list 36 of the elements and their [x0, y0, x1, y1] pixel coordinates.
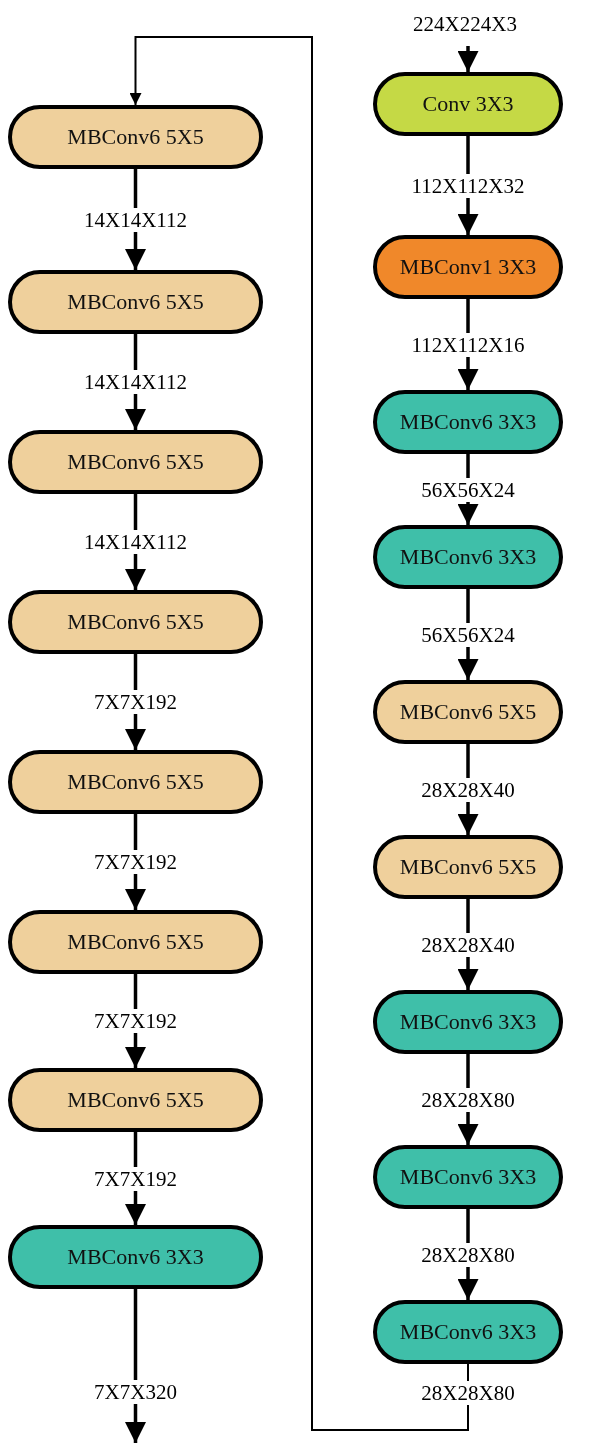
- process-box: [373, 235, 563, 299]
- layer-name: MBConv6 3X3: [67, 1244, 204, 1270]
- process-box: [8, 750, 263, 814]
- process-box: [8, 270, 263, 334]
- process-box: [8, 590, 263, 654]
- process-box: [373, 390, 563, 454]
- layer-name: MBConv6 3X3: [399, 544, 537, 570]
- arrow: [457, 46, 479, 72]
- layer-name: MBConv6 5X5: [399, 854, 537, 880]
- layer-name: MBConv6 5X5: [67, 289, 204, 315]
- process-box: [8, 1068, 263, 1132]
- layer-name: MBConv6 3X3: [399, 1009, 537, 1035]
- layer-name: MBConv6 5X5: [67, 1087, 204, 1113]
- layer-name: MBConv6 5X5: [67, 449, 204, 475]
- process-box: [8, 105, 263, 169]
- process-box: [373, 1145, 563, 1209]
- process-box: [373, 680, 563, 744]
- layer-name: MBConv6 5X5: [67, 124, 204, 150]
- process-box: [373, 835, 563, 899]
- process-box: [8, 1225, 263, 1289]
- arrow: [129, 36, 469, 1431]
- layer-name: MBConv6 5X5: [67, 609, 204, 635]
- layer-name: MBConv1 3X3: [399, 254, 537, 280]
- layer-name: MBConv6 5X5: [67, 769, 204, 795]
- layer-name: MBConv6 3X3: [399, 1164, 537, 1190]
- layer-name: MBConv6 3X3: [399, 1319, 537, 1345]
- layer-name: Conv 3X3: [422, 91, 514, 117]
- process-box: [8, 430, 263, 494]
- layer-name: MBConv6 3X3: [399, 409, 537, 435]
- layer-name: MBConv6 5X5: [67, 929, 204, 955]
- layer-name: MBConv6 5X5: [399, 699, 537, 725]
- process-box: [373, 525, 563, 589]
- process-box: [373, 1300, 563, 1364]
- process-box: [373, 990, 563, 1054]
- process-box: [8, 910, 263, 974]
- process-box: [373, 72, 563, 136]
